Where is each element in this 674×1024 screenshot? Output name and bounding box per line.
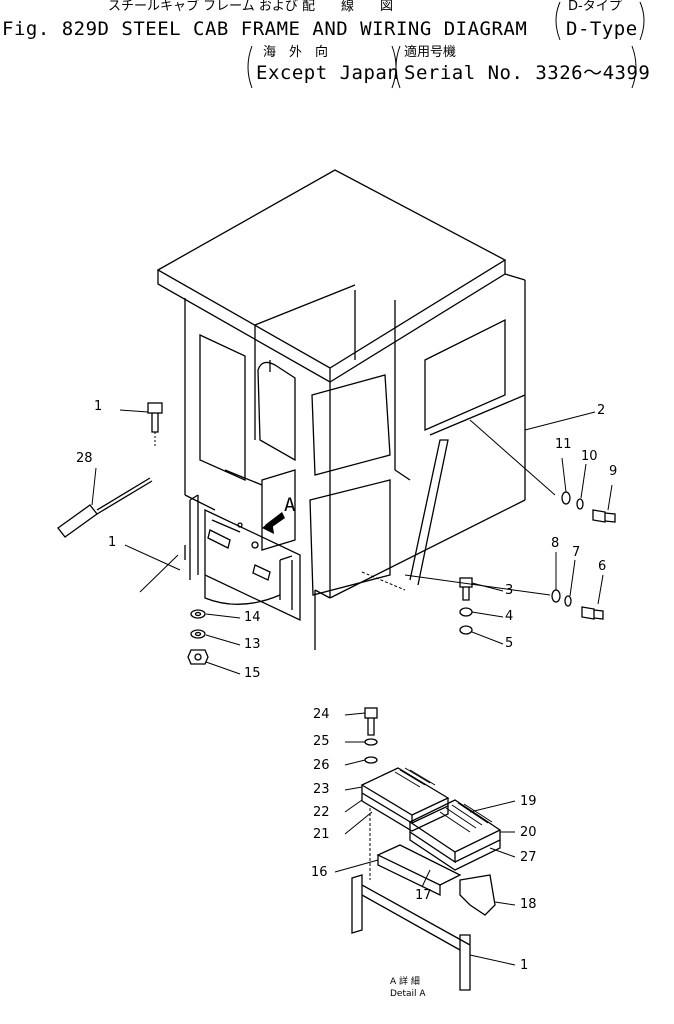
callout-28: 28	[76, 451, 93, 466]
callout-1-detail: 1	[520, 958, 529, 973]
jp-title: スチールキャブ フレーム および 配 線 図	[108, 0, 394, 14]
callout-25: 25	[313, 734, 330, 749]
mount-plate	[184, 494, 316, 650]
callout-11: 11	[555, 437, 572, 452]
callout-16: 16	[311, 865, 328, 880]
cab-frame	[184, 273, 526, 599]
washer-11	[561, 491, 571, 505]
washer-14	[190, 609, 206, 619]
washer-5	[459, 625, 473, 635]
bolt-12	[147, 402, 163, 448]
bolt-9	[592, 509, 616, 523]
callout-3: 3	[505, 583, 514, 598]
callout-18: 18	[520, 897, 537, 912]
callout-17: 17	[415, 888, 432, 903]
callout-2: 2	[597, 403, 606, 418]
bracket-left-region	[247, 45, 253, 89]
screwdriver	[57, 477, 153, 538]
callout-26: 26	[313, 758, 330, 773]
type-label: D-Type	[566, 18, 638, 40]
callout-8: 8	[551, 536, 560, 551]
washer-4	[459, 607, 473, 617]
callout-9: 9	[609, 464, 618, 479]
bracket-right-region	[391, 45, 397, 89]
callout-22: 22	[313, 805, 330, 820]
bracket-right-serial	[631, 45, 637, 89]
jp-region-label: 海 外 向	[263, 45, 329, 60]
detail-label: Detail A	[390, 989, 426, 999]
detail-label-jp: A 詳 細	[390, 977, 420, 987]
leaders-main	[91, 409, 613, 675]
callout-13: 13	[244, 637, 261, 652]
bracket-right-type	[639, 1, 645, 41]
callout-14: 14	[244, 610, 261, 625]
washer-7	[564, 595, 572, 607]
callout-20: 20	[520, 825, 537, 840]
view-marker-a: A	[284, 494, 296, 516]
callout-1: 1	[108, 535, 117, 550]
cab-roof	[156, 169, 507, 384]
region-label: Except Japan	[256, 62, 400, 84]
jp-type-label: D-タイプ	[568, 0, 622, 14]
bracket-left-serial	[395, 45, 401, 89]
nut-15	[187, 649, 209, 665]
jp-serial-label: 適用号機	[404, 45, 457, 60]
bolt-3	[459, 577, 473, 601]
washer-10	[576, 498, 584, 510]
callout-19: 19	[520, 794, 537, 809]
callout-24: 24	[313, 707, 330, 722]
callout-15: 15	[244, 666, 261, 681]
serial-label: Serial No. 3326～4399	[404, 62, 651, 84]
detail-a	[334, 707, 516, 991]
callout-7: 7	[572, 545, 581, 560]
callout-10: 10	[581, 449, 598, 464]
bolt-6	[581, 606, 604, 620]
washer-8	[551, 589, 561, 603]
view-arrow-a	[262, 512, 285, 534]
callout-12: 1	[94, 399, 103, 414]
callout-21: 21	[313, 827, 330, 842]
callout-5: 5	[505, 636, 514, 651]
callout-27: 27	[520, 850, 537, 865]
figure-title: Fig. 829D STEEL CAB FRAME AND WIRING DIA…	[2, 18, 528, 40]
bracket-left-type	[555, 1, 561, 41]
washer-13	[190, 629, 206, 639]
callout-4: 4	[505, 609, 514, 624]
callout-23: 23	[313, 782, 330, 797]
callout-6: 6	[598, 559, 607, 574]
